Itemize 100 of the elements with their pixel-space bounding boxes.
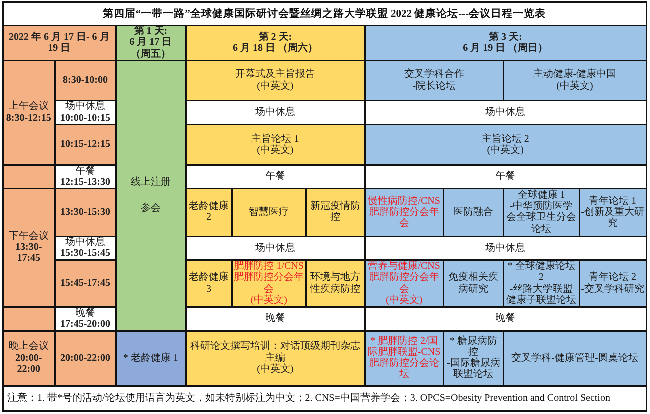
session-text: 免疫相关疾病研究	[448, 272, 500, 295]
session-cell	[366, 237, 646, 260]
session-cell	[186, 189, 232, 236]
session-text: 12:15-13:30	[60, 176, 110, 188]
session-text: -交叉学科研究	[581, 284, 644, 295]
session-text: 交叉学科-健康管理-圆桌论坛	[512, 352, 638, 364]
session-cell	[186, 237, 364, 260]
session-text: 场中休息	[486, 107, 526, 118]
session-cell	[186, 166, 364, 188]
session-text: 新冠疫情防控	[309, 201, 362, 224]
session-cell	[366, 166, 646, 188]
session-text: 场中休息	[66, 101, 106, 113]
session-cell	[444, 260, 503, 306]
session-text: 20:00-22:00	[14, 352, 44, 376]
session-cell	[116, 332, 186, 386]
session-text: 慢性病防控/CNS肥胖防控分会年会	[366, 196, 442, 230]
session-text: 参会	[140, 202, 161, 214]
session-cell	[504, 189, 579, 236]
session-text: 智慧医疗	[249, 206, 290, 218]
session-text: 6 月 18 日 （周六）	[232, 42, 318, 54]
session-cell	[4, 189, 54, 306]
session-text: (中英文)	[257, 144, 294, 156]
session-cell	[504, 332, 646, 386]
session-text: 晚上会议	[8, 341, 49, 353]
session-cell	[186, 61, 364, 100]
session-cell	[56, 61, 116, 100]
session-text: * 全球健康论坛 2	[506, 261, 576, 284]
session-text: 晚餐	[496, 313, 516, 324]
session-cell	[56, 101, 116, 124]
session-text: 2022 年 6 月 17 日- 6 月 19 日	[8, 32, 111, 54]
session-text: (中英文)	[250, 294, 288, 306]
session-text: * 老龄健康 1	[123, 352, 178, 364]
session-cell	[580, 189, 646, 236]
session-cell	[4, 332, 54, 386]
session-cell	[4, 61, 54, 164]
session-text: 主旨论坛 1	[252, 134, 300, 144]
session-text: (中英文)	[257, 80, 294, 92]
session-cell	[56, 125, 116, 164]
session-cell	[366, 61, 503, 100]
session-text: 15:30-15:45	[60, 248, 110, 260]
session-cell	[232, 260, 306, 306]
session-text: 场中休息	[66, 237, 106, 248]
session-cell	[116, 61, 186, 330]
session-cell	[4, 26, 116, 60]
session-text: 场中休息	[255, 242, 296, 254]
session-text: 10:15-12:15	[60, 139, 110, 150]
session-text: 晚餐	[265, 313, 286, 324]
session-text: 肥胖防控 1/CNS肥胖防控分会年会	[234, 261, 304, 295]
session-cell	[306, 189, 364, 236]
session-text: 6 月 19 日 （周日）	[463, 42, 548, 54]
session-text: -院长论坛	[412, 80, 456, 92]
session-text: 主旨论坛 2	[482, 134, 530, 144]
session-text: 第 1 天:	[134, 26, 168, 38]
session-text: -丝路大学联盟健康子联盟论坛	[506, 284, 578, 306]
session-cell	[504, 61, 646, 100]
session-text: 场中休息	[486, 242, 526, 254]
session-text: 13:30-17:45	[14, 242, 44, 265]
session-cell	[56, 308, 116, 330]
session-cell	[186, 332, 364, 386]
session-cell	[116, 26, 186, 60]
session-cell	[56, 189, 116, 236]
session-text: 开幕式及主旨报告	[235, 69, 316, 80]
session-text: 第 2 天:	[258, 32, 292, 43]
session-text: 环境与地方性疾病防控	[309, 272, 362, 295]
session-text: (中英文)	[487, 144, 524, 156]
session-text: (中英文)	[257, 364, 294, 376]
session-cell	[366, 189, 443, 236]
session-text: -创新及重大研究	[581, 206, 644, 230]
session-text: -中华预防医学会全球卫生分会论坛	[506, 201, 578, 235]
session-cell	[580, 260, 646, 306]
session-text: （周五）	[130, 48, 171, 60]
session-text: 10:00-10:15	[60, 112, 110, 124]
session-cell	[366, 308, 646, 330]
session-cell	[366, 260, 443, 306]
session-cell	[56, 332, 116, 386]
session-cell	[366, 101, 646, 124]
session-text: 8:30-10:00	[63, 74, 108, 86]
session-text: 6 月 17 日	[130, 37, 172, 48]
footnote: 注意：1. 带*号的活动/论坛使用语言为英文，如未特别标注为中文；2. CNS=中国营养学会；3. OPCS=Obesity Prevention and Control Section	[8, 392, 610, 404]
session-text: 全球健康 1	[518, 190, 566, 202]
session-text: 交叉学科合作	[404, 69, 464, 80]
session-text: * 肥胖防控 2/国际肥胖联盟-CNS肥胖防控分会论坛	[366, 336, 442, 381]
session-text: 17:45-20:00	[60, 318, 110, 330]
session-cell	[186, 101, 364, 124]
session-text: 科研论文撰写培训：对话顶级期刊杂志主编	[189, 341, 362, 364]
schedule-title: 第四届“一带一路”全球健康国际研讨会暨丝绸之路大学联盟 2022 健康论坛---会议日程一览表	[4, 2, 646, 25]
session-cell	[504, 260, 579, 306]
session-text: 20:00-22:00	[60, 352, 110, 364]
session-text: 午餐	[496, 171, 516, 182]
session-text: 第 3 天:	[488, 32, 522, 43]
session-cell	[366, 26, 646, 60]
session-text: 晚餐	[76, 308, 96, 319]
session-cell	[232, 189, 306, 236]
session-text: 午餐	[265, 171, 286, 182]
session-cell	[56, 237, 116, 260]
session-text: 营养与健康/CNS肥胖防控分会年会	[367, 261, 442, 295]
session-cell	[444, 189, 503, 236]
session-cell	[56, 166, 116, 188]
session-text: 15:45-17:45	[60, 278, 110, 290]
session-cell	[186, 260, 232, 306]
